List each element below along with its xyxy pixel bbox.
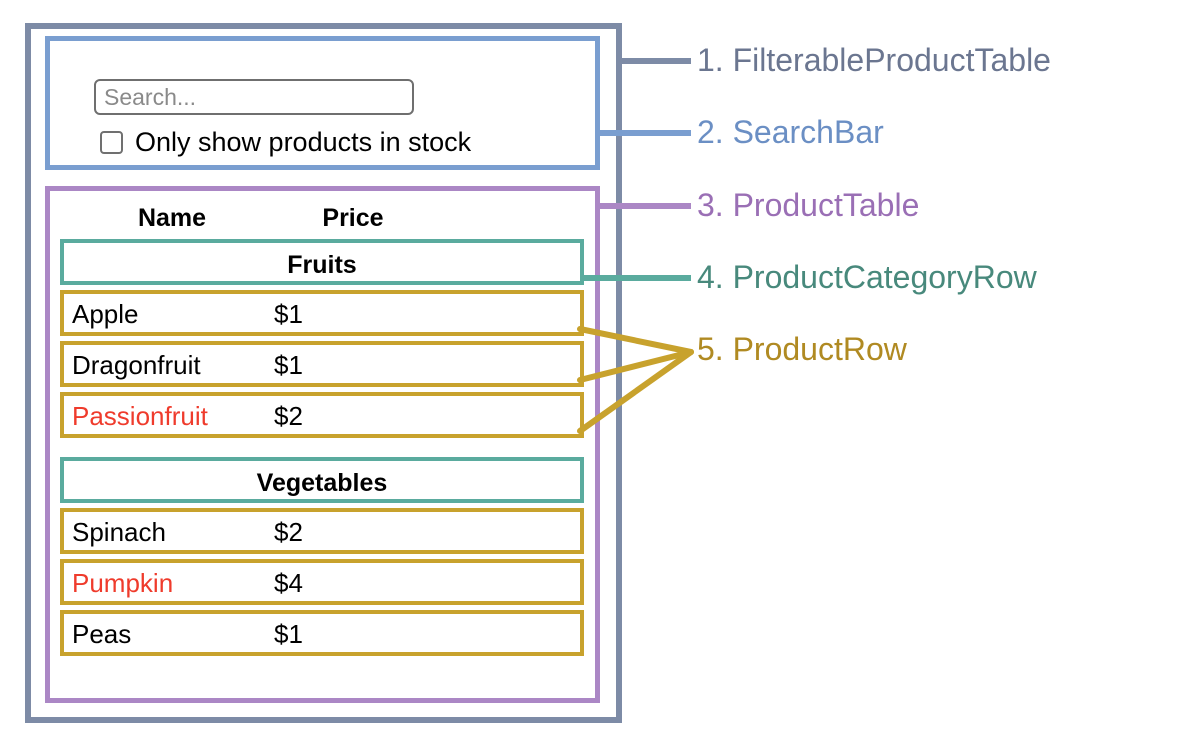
- in-stock-filter-row[interactable]: Only show products in stock: [100, 129, 471, 156]
- component-product-table: Name Price Fruits Apple $1 Dragonfruit $…: [45, 186, 600, 703]
- legend-item-product-table: 3. ProductTable: [697, 187, 920, 223]
- product-price: $1: [274, 299, 303, 329]
- product-row: Pumpkin $4: [60, 559, 584, 605]
- legend-item-search-bar: 2. SearchBar: [697, 114, 884, 150]
- product-name: Pumpkin: [72, 568, 174, 598]
- product-price: $2: [274, 401, 303, 431]
- legend-item-product-row: 5. ProductRow: [697, 331, 907, 367]
- column-header-price: Price: [322, 203, 384, 232]
- product-row: Spinach $2: [60, 508, 584, 554]
- product-price: $4: [274, 568, 303, 598]
- product-table-body: Name Price Fruits Apple $1 Dragonfruit $…: [60, 197, 590, 661]
- product-name: Dragonfruit: [72, 350, 201, 380]
- product-row: Passionfruit $2: [60, 392, 584, 438]
- category-label: Fruits: [287, 250, 357, 279]
- product-row: Dragonfruit $1: [60, 341, 584, 387]
- product-price: $2: [274, 517, 303, 547]
- category-label: Vegetables: [256, 468, 388, 497]
- product-name: Apple: [72, 299, 139, 329]
- legend-item-filterable-product-table: 1. FilterableProductTable: [697, 42, 1051, 78]
- product-row: Apple $1: [60, 290, 584, 336]
- legend-item-product-category-row: 4. ProductCategoryRow: [697, 259, 1037, 295]
- product-price: $1: [274, 619, 303, 649]
- column-header-name: Name: [137, 203, 207, 232]
- group-spacer: [60, 443, 590, 457]
- table-header-row: Name Price: [60, 197, 590, 239]
- product-name: Passionfruit: [72, 401, 208, 431]
- product-row: Peas $1: [60, 610, 584, 656]
- search-input[interactable]: [94, 79, 414, 115]
- in-stock-filter-label: Only show products in stock: [135, 127, 472, 157]
- product-price: $1: [274, 350, 303, 380]
- product-name: Peas: [72, 619, 132, 649]
- product-name: Spinach: [72, 517, 166, 547]
- component-search-bar: Only show products in stock: [45, 36, 600, 170]
- product-category-row: Fruits: [60, 239, 584, 285]
- checkbox-icon[interactable]: [100, 131, 123, 154]
- product-category-row: Vegetables: [60, 457, 584, 503]
